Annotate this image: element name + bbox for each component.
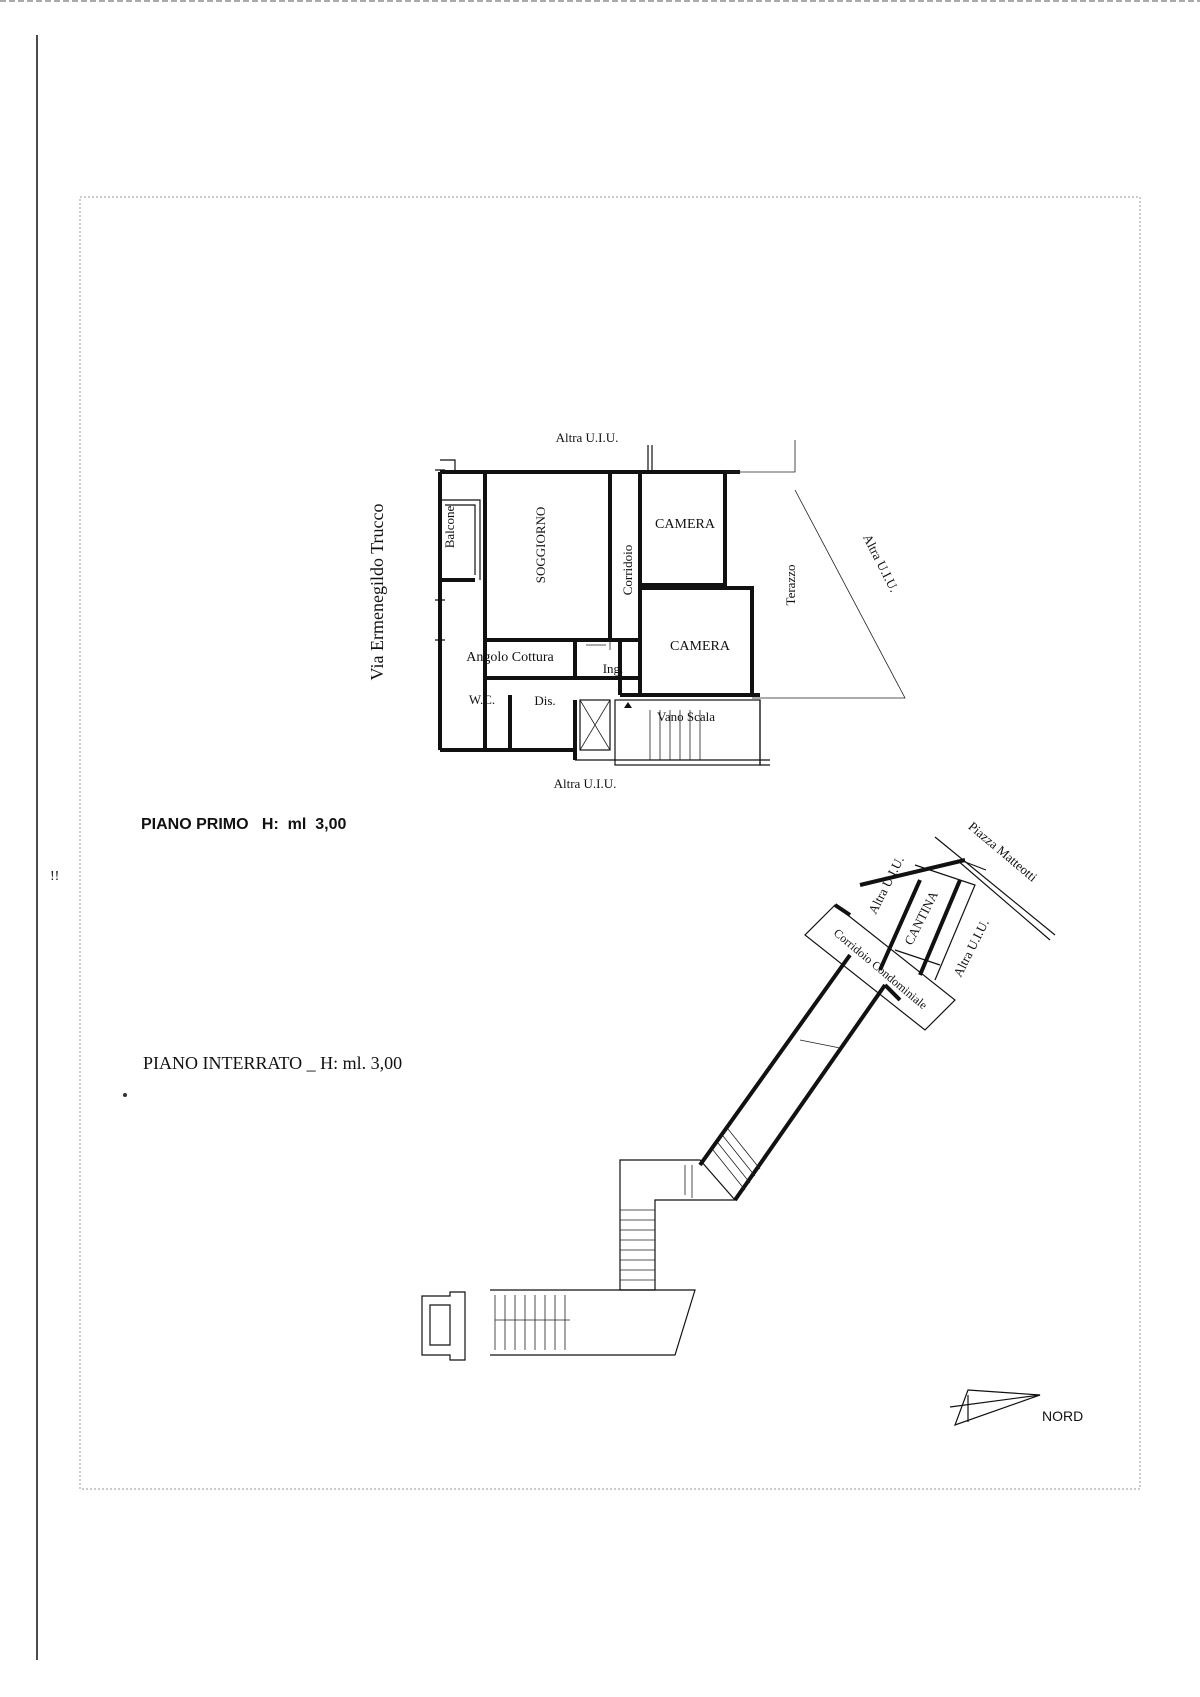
north-arrow-icon (949, 1389, 1041, 1426)
label-altra-uiu-basement-1: Altra U.I.U. (865, 854, 907, 917)
label-corridoio: Corridoio (620, 545, 635, 596)
margin-mark: !! (50, 869, 59, 884)
basement-plan (421, 836, 1056, 1361)
label-street: Via Ermenegildo Trucco (367, 504, 387, 681)
scan-dot (123, 1093, 127, 1097)
label-piazza-matteotti: Piazza Matteotti (966, 819, 1041, 885)
label-altra-uiu-basement-2: Altra U.I.U. (950, 917, 992, 980)
label-soggiorno: SOGGIORNO (533, 507, 548, 584)
label-camera-1: CAMERA (655, 517, 716, 532)
label-balcone: Balcone (442, 505, 457, 548)
label-ingresso: Ing. (603, 661, 624, 676)
drawing-frame (79, 196, 1141, 1490)
label-nord: NORD (1042, 1408, 1083, 1424)
label-vano-scala: Vano Scala (657, 709, 715, 724)
label-dis: Dis. (534, 693, 555, 708)
label-altra-uiu-bottom: Altra U.I.U. (554, 776, 617, 791)
label-camera-2: CAMERA (670, 639, 731, 654)
label-angolo-cottura: Angolo Cottura (466, 650, 554, 665)
first-floor-plan (435, 440, 906, 766)
label-wc: W.C. (469, 692, 495, 707)
label-altra-uiu-right: Altra U.I.U. (860, 532, 902, 595)
title-piano-interrato: PIANO INTERRATO _ H: ml. 3,00 (143, 1053, 402, 1073)
label-altra-uiu-top: Altra U.I.U. (556, 430, 619, 445)
label-terazzo: Terazzo (783, 565, 798, 606)
title-piano-primo: PIANO PRIMO H: ml 3,00 (141, 816, 346, 833)
